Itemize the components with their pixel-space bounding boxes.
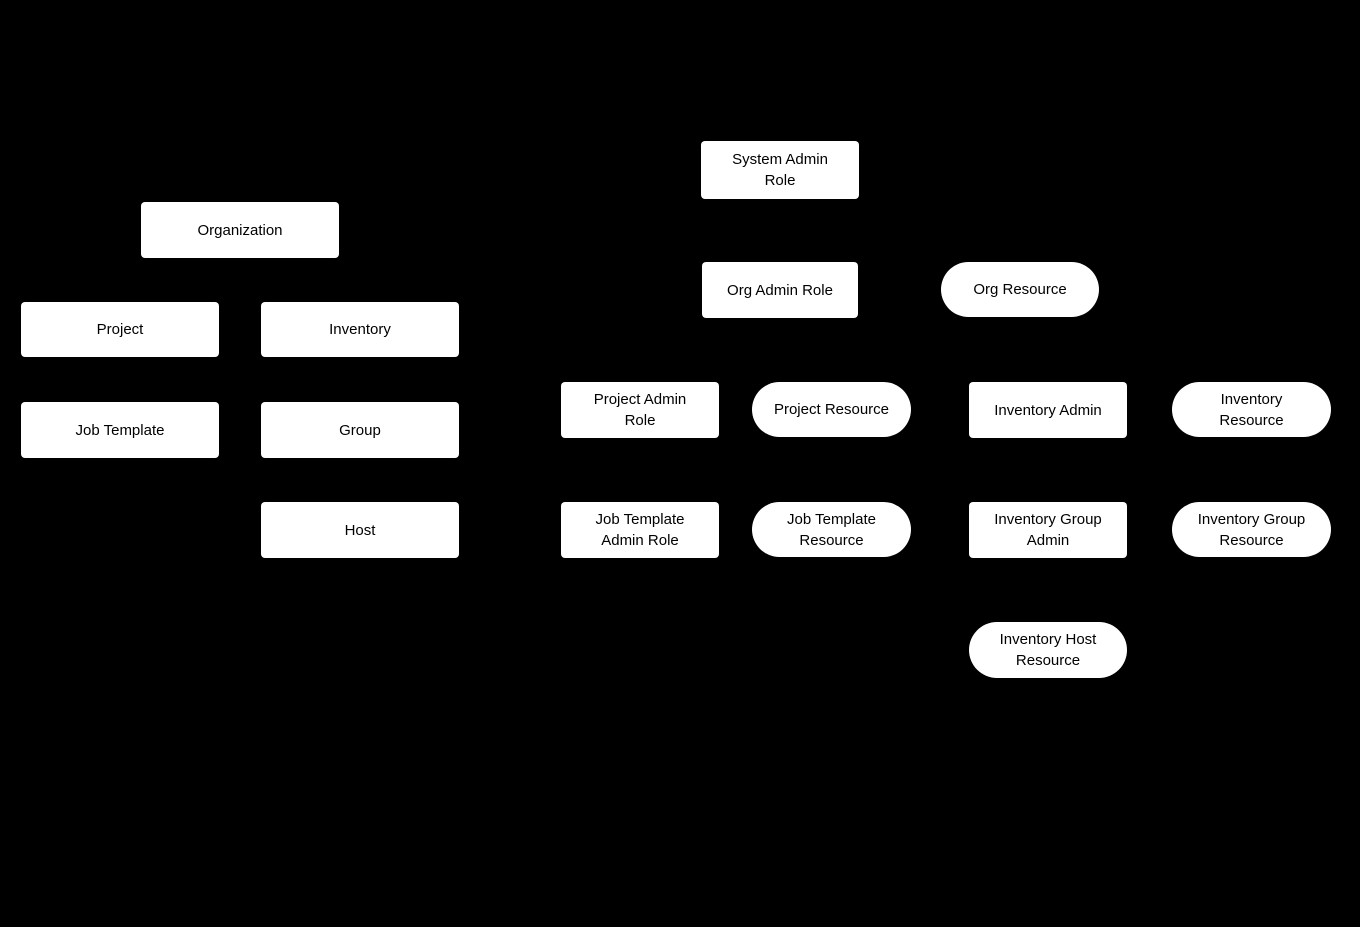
- org-admin-role-node: Org Admin Role: [702, 262, 858, 318]
- inventory-group-resource-node: Inventory Group Resource: [1172, 502, 1331, 557]
- inventory-group-admin-node: Inventory Group Admin: [969, 502, 1127, 558]
- project-node: Project: [21, 302, 219, 357]
- job-template-resource-node: Job Template Resource: [752, 502, 911, 557]
- inventory-resource-node: Inventory Resource: [1172, 382, 1331, 437]
- group-node: Group: [261, 402, 459, 458]
- job-template-admin-role-node: Job Template Admin Role: [561, 502, 719, 558]
- host-node: Host: [261, 502, 459, 558]
- project-admin-role-node: Project Admin Role: [561, 382, 719, 438]
- inventory-admin-node: Inventory Admin: [969, 382, 1127, 438]
- inventory-host-resource-node: Inventory Host Resource: [969, 622, 1127, 678]
- project-resource-node: Project Resource: [752, 382, 911, 437]
- inventory-node: Inventory: [261, 302, 459, 357]
- org-resource-node: Org Resource: [941, 262, 1099, 317]
- system-admin-role-node: System Admin Role: [701, 141, 859, 199]
- organization-node: Organization: [141, 202, 339, 258]
- job-template-node: Job Template: [21, 402, 219, 458]
